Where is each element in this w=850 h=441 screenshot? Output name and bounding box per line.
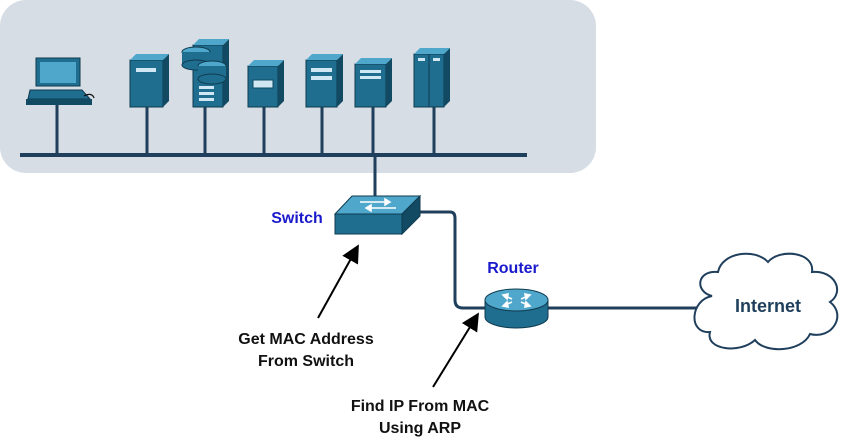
annotation-router-line2: Using ARP xyxy=(379,420,461,437)
annotation-switch-line1: Get MAC Address xyxy=(238,331,374,348)
server-icon xyxy=(305,54,343,108)
tower-server-icon xyxy=(413,48,450,108)
switch-icon xyxy=(333,194,422,236)
router-icon xyxy=(484,288,549,329)
annotation-switch-line2: From Switch xyxy=(258,353,354,370)
internet-cloud-icon xyxy=(693,252,839,351)
annotation-router-line1: Find IP From MAC xyxy=(351,398,490,415)
server-icon xyxy=(354,58,392,108)
server-icon xyxy=(247,60,284,108)
database-server-icon xyxy=(181,39,229,108)
router-label: Router xyxy=(487,260,539,277)
drop-lines xyxy=(55,105,436,196)
internet-label: Internet xyxy=(735,296,801,316)
annotation-arrow-switch xyxy=(317,244,359,319)
switch-router-link xyxy=(418,210,485,310)
annotation-arrow-router xyxy=(432,312,479,388)
lan-zone xyxy=(0,0,596,173)
server-icon xyxy=(129,54,169,108)
workstation-icon xyxy=(26,57,95,105)
switch-label: Switch xyxy=(271,210,323,227)
